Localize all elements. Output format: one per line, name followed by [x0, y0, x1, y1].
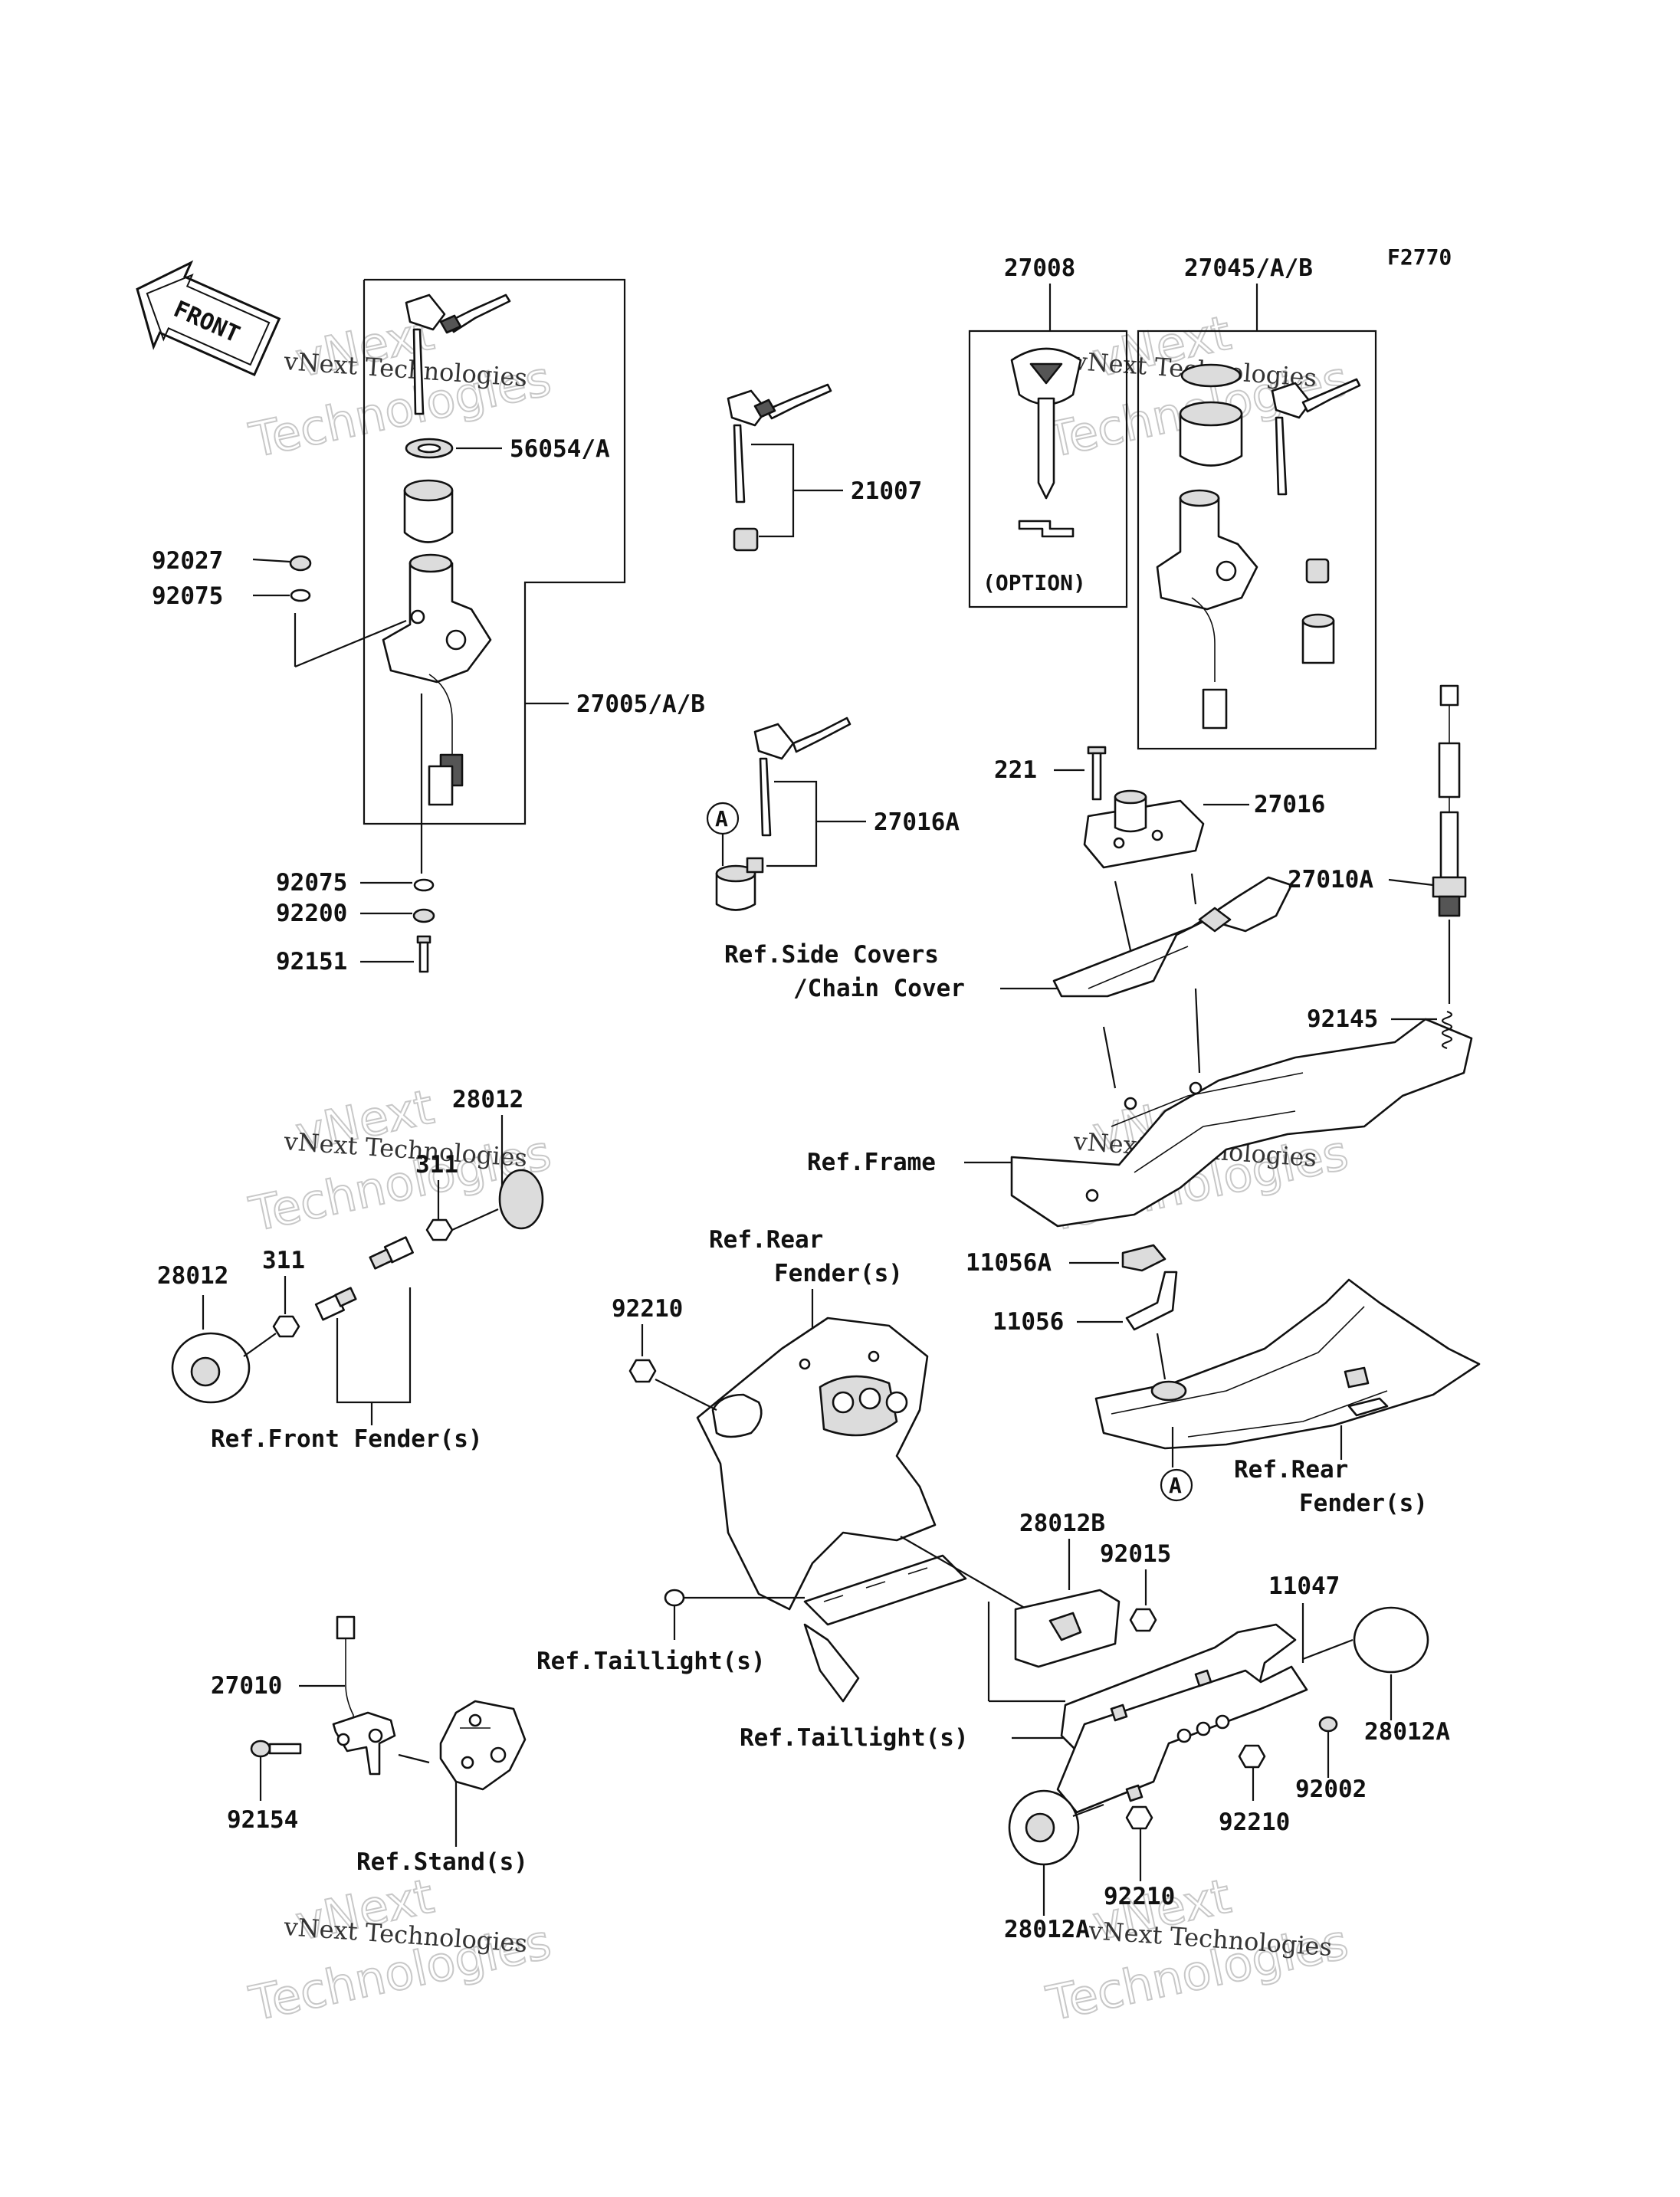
part-label: 92015 [1100, 1540, 1171, 1568]
nut-92210-icon [1238, 1744, 1266, 1769]
marker-a-label: A [1169, 1473, 1182, 1498]
rear-fender-right-icon [1094, 1278, 1481, 1450]
bolt-92027-icon [289, 555, 312, 572]
part-label: 92210 [1219, 1808, 1290, 1836]
part-label: 27005/A/B [576, 690, 705, 718]
ref-label: Ref.Taillight(s) [536, 1648, 766, 1675]
reflector-28012-left-icon [171, 1332, 251, 1404]
part-label: 92027 [152, 547, 223, 575]
ref-label: Fender(s) [774, 1260, 903, 1287]
washer-92075-icon [290, 589, 311, 602]
part-label: 27016 [1254, 791, 1325, 818]
part-label: 28012 [452, 1086, 523, 1113]
part-label: 92075 [152, 582, 223, 610]
clip-11056A-icon [1121, 1244, 1166, 1272]
ref-label: Ref.Stand(s) [356, 1848, 528, 1876]
ref-label: /Chain Cover [793, 975, 965, 1002]
marker-a-label: A [715, 806, 728, 831]
spring-92145-icon [1441, 1010, 1453, 1050]
part-label: 56054/A [510, 435, 610, 463]
part-label: 27010A [1288, 866, 1373, 894]
nut-92210-icon [628, 1359, 657, 1383]
bolt-92002-icon [1318, 1716, 1338, 1733]
part-label: 92075 [276, 869, 347, 897]
option-key-icon [1010, 347, 1082, 538]
nut-92210-icon [1125, 1805, 1153, 1830]
ignition-group-outline [363, 278, 626, 825]
reflector-28012-icon [498, 1169, 544, 1230]
part-label: 92151 [276, 948, 347, 976]
washer-92075-icon [413, 878, 435, 892]
part-label: 21007 [851, 477, 922, 505]
lock-set-27045-icon [1156, 363, 1361, 730]
ref-label: Ref.Frame [807, 1149, 936, 1176]
screw-221-icon [1087, 746, 1107, 801]
reflector-28012B-icon [1014, 1589, 1121, 1668]
bolt-92151-icon [416, 935, 431, 973]
key-set-27016A-icon [715, 716, 851, 911]
part-label: 11047 [1268, 1572, 1340, 1600]
lock-set-box [1137, 330, 1377, 750]
part-label: 27016A [874, 808, 960, 836]
part-label: 311 [415, 1151, 458, 1179]
stud-icon [369, 1236, 414, 1270]
key-pair-icon [405, 293, 511, 415]
nut-311-icon [425, 1218, 454, 1241]
stud-icon [314, 1287, 357, 1321]
part-label: 28012B [1019, 1510, 1105, 1537]
frame-icon [1010, 1018, 1473, 1228]
part-label: 28012A [1364, 1718, 1450, 1746]
reflector-28012A-icon [1353, 1606, 1429, 1674]
reflector-28012A-bottom-icon [1008, 1789, 1080, 1866]
rear-fender-icon [696, 1317, 967, 1703]
ref-label: Fender(s) [1299, 1490, 1428, 1517]
part-label: 11056 [993, 1308, 1064, 1336]
ref-label: Ref.Front Fender(s) [211, 1425, 483, 1453]
figure-code: F2770 [1387, 244, 1452, 270]
marker-a [1160, 1468, 1193, 1502]
part-label: 92145 [1307, 1005, 1378, 1033]
option-box [968, 330, 1128, 608]
switch-27010-icon [332, 1615, 396, 1776]
front-arrow-icon: FRONT [136, 260, 281, 377]
nut-92015-icon [1129, 1608, 1157, 1632]
part-label: 92002 [1295, 1776, 1367, 1803]
option-label: (OPTION) [983, 570, 1086, 595]
ref-label: Ref.Rear [709, 1226, 823, 1254]
bolt-icon [664, 1589, 685, 1607]
part-label: 311 [262, 1247, 305, 1274]
part-label: 27010 [211, 1672, 282, 1700]
part-label: 92154 [227, 1806, 298, 1834]
ignition-switch-icon [382, 553, 492, 806]
part-label: 28012 [157, 1262, 228, 1290]
part-label: 92210 [612, 1295, 683, 1323]
washer-92200-icon [412, 908, 435, 923]
ref-label: Ref.Rear [1234, 1456, 1348, 1484]
switch-27010A-icon [1432, 684, 1467, 917]
part-label: 92200 [276, 900, 347, 927]
side-cover-bracket-icon [1052, 876, 1293, 998]
switch-cap-icon [403, 479, 454, 543]
clip-11056-icon [1125, 1271, 1178, 1331]
part-label: 27008 [1004, 254, 1075, 282]
part-label: 28012A [1004, 1916, 1090, 1943]
bolt-92154-icon [250, 1740, 302, 1758]
bracket-11047-icon [1056, 1623, 1308, 1814]
part-label: 27045/A/B [1184, 254, 1313, 282]
nut-311-icon [272, 1315, 300, 1338]
part-label: 11056A [966, 1249, 1052, 1277]
part-label: 221 [994, 756, 1037, 784]
ref-label: Ref.Side Covers [724, 941, 939, 969]
key-set-21007-icon [727, 383, 832, 552]
stand-plate-icon [439, 1700, 527, 1791]
ref-label: Ref.Taillight(s) [740, 1724, 969, 1752]
bracket-27016-icon [1083, 789, 1205, 869]
part-label: 92210 [1104, 1883, 1175, 1910]
